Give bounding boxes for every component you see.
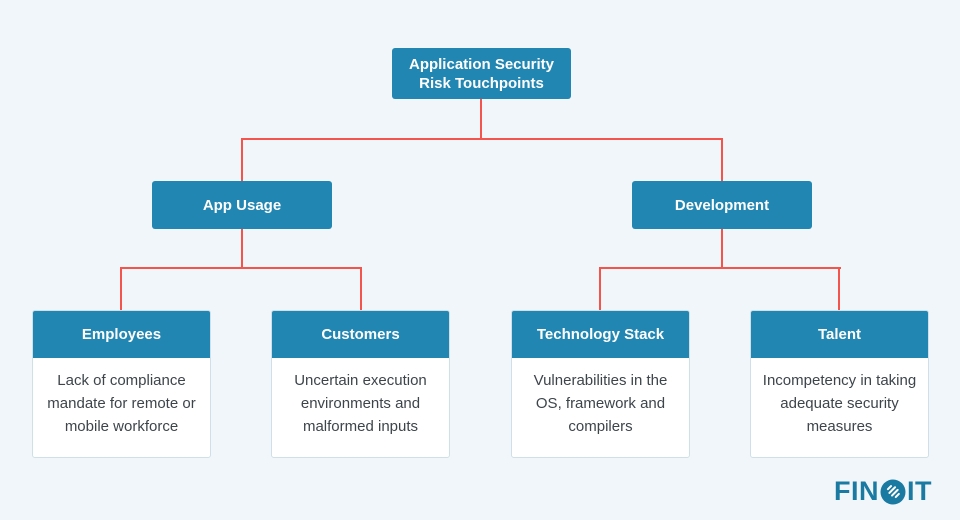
connector-line — [241, 138, 723, 140]
striped-circle-icon — [879, 479, 907, 505]
connector-line — [241, 139, 243, 181]
connector-line — [599, 268, 601, 310]
root-node-application-security-risk-touchpoints: Application Security Risk Touchpoints — [392, 48, 571, 99]
leaf-card-customers: Customers Uncertain execution environmen… — [271, 310, 450, 458]
connector-line — [721, 229, 723, 269]
connector-line — [120, 267, 362, 269]
connector-line — [360, 268, 362, 310]
leaf-card-title: Employees — [33, 311, 210, 358]
leaf-card-description: Vulnerabilities in the OS, framework and… — [533, 372, 668, 435]
connector-line — [120, 268, 122, 310]
branch-node-label: Development — [674, 196, 770, 214]
finoit-logo-text-left: FIN — [834, 476, 879, 506]
leaf-card-talent: Talent Incompetency in taking adequate s… — [750, 310, 929, 458]
leaf-card-title: Technology Stack — [512, 311, 689, 358]
root-node-label: Application Security Risk Touchpoints — [408, 55, 555, 92]
branch-node-app-usage: App Usage — [152, 181, 332, 229]
leaf-card-description: Lack of compliance mandate for remote or… — [47, 372, 196, 435]
connector-line — [599, 267, 841, 269]
branch-node-development: Development — [632, 181, 812, 229]
connector-line — [838, 268, 840, 310]
leaf-card-title: Talent — [751, 311, 928, 358]
connector-line — [721, 139, 723, 181]
connector-line — [480, 99, 482, 139]
leaf-card-title: Customers — [272, 311, 449, 358]
leaf-card-employees: Employees Lack of compliance mandate for… — [32, 310, 211, 458]
connector-line — [241, 229, 243, 269]
leaf-card-description: Incompetency in taking adequate security… — [762, 372, 917, 435]
branch-node-label: App Usage — [202, 196, 282, 214]
leaf-card-technology-stack: Technology Stack Vulnerabilities in the … — [511, 310, 690, 458]
finoit-logo: FIN IT — [834, 476, 932, 507]
finoit-logo-text-right: IT — [907, 476, 932, 506]
leaf-card-description: Uncertain execution environments and mal… — [294, 372, 427, 435]
